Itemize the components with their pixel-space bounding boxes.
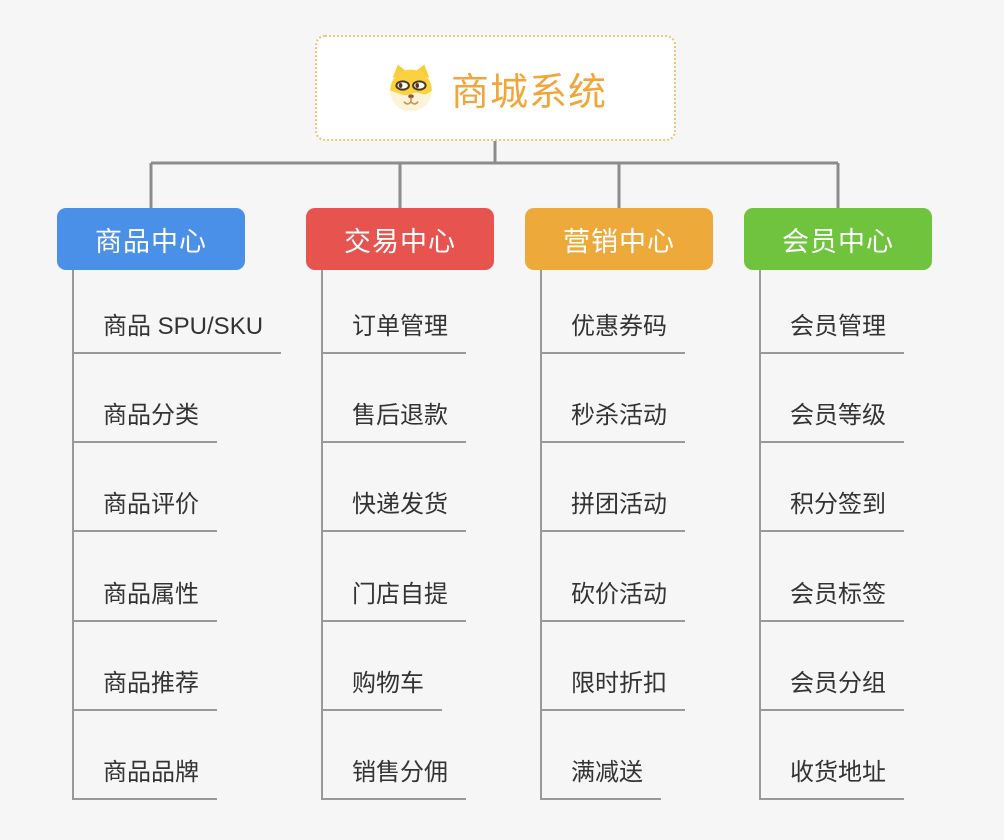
leaf-node-member-center-6[interactable]: 收货地址	[760, 756, 904, 800]
leaf-node-trade-center-5[interactable]: 购物车	[322, 667, 442, 711]
branch-trunk-line	[540, 270, 542, 800]
branch-node-trade-center[interactable]: 交易中心	[306, 208, 494, 270]
leaf-node-trade-center-2[interactable]: 售后退款	[322, 399, 466, 443]
root-title: 商城系统	[450, 71, 607, 114]
leaf-node-marketing-center-5[interactable]: 限时折扣	[541, 667, 685, 711]
branch-label: 营销中心	[563, 226, 675, 257]
leaf-node-trade-center-3[interactable]: 快递发货	[322, 488, 466, 532]
leaf-node-member-center-3[interactable]: 积分签到	[760, 488, 904, 532]
branch-trunk-line	[321, 270, 323, 800]
branch-node-member-center[interactable]: 会员中心	[744, 208, 932, 270]
leaf-node-marketing-center-1[interactable]: 优惠券码	[541, 310, 685, 354]
branch-node-product-center[interactable]: 商品中心	[57, 208, 245, 270]
branch-trunk-line	[759, 270, 761, 800]
branch-label: 交易中心	[344, 226, 456, 257]
leaf-node-product-center-5[interactable]: 商品推荐	[73, 667, 217, 711]
leaf-node-member-center-5[interactable]: 会员分组	[760, 667, 904, 711]
branch-label: 商品中心	[95, 226, 207, 257]
leaf-node-member-center-2[interactable]: 会员等级	[760, 399, 904, 443]
dog-face-icon	[384, 63, 438, 113]
leaf-node-trade-center-4[interactable]: 门店自提	[322, 578, 466, 622]
leaf-node-product-center-2[interactable]: 商品分类	[73, 399, 217, 443]
branch-node-marketing-center[interactable]: 营销中心	[525, 208, 713, 270]
leaf-node-member-center-4[interactable]: 会员标签	[760, 578, 904, 622]
leaf-node-product-center-3[interactable]: 商品评价	[73, 488, 217, 532]
leaf-node-product-center-4[interactable]: 商品属性	[73, 578, 217, 622]
leaf-node-product-center-1[interactable]: 商品 SPU/SKU	[73, 310, 282, 354]
leaf-node-marketing-center-2[interactable]: 秒杀活动	[541, 399, 685, 443]
branch-trunk-line	[72, 270, 74, 800]
root-node[interactable]: 商城系统	[315, 35, 676, 141]
leaf-node-marketing-center-4[interactable]: 砍价活动	[541, 578, 685, 622]
leaf-node-marketing-center-6[interactable]: 满减送	[541, 756, 661, 800]
leaf-node-trade-center-1[interactable]: 订单管理	[322, 310, 466, 354]
leaf-node-marketing-center-3[interactable]: 拼团活动	[541, 488, 685, 532]
leaf-node-member-center-1[interactable]: 会员管理	[760, 310, 904, 354]
leaf-node-product-center-6[interactable]: 商品品牌	[73, 756, 217, 800]
leaf-node-trade-center-6[interactable]: 销售分佣	[322, 756, 466, 800]
branch-label: 会员中心	[782, 226, 894, 257]
